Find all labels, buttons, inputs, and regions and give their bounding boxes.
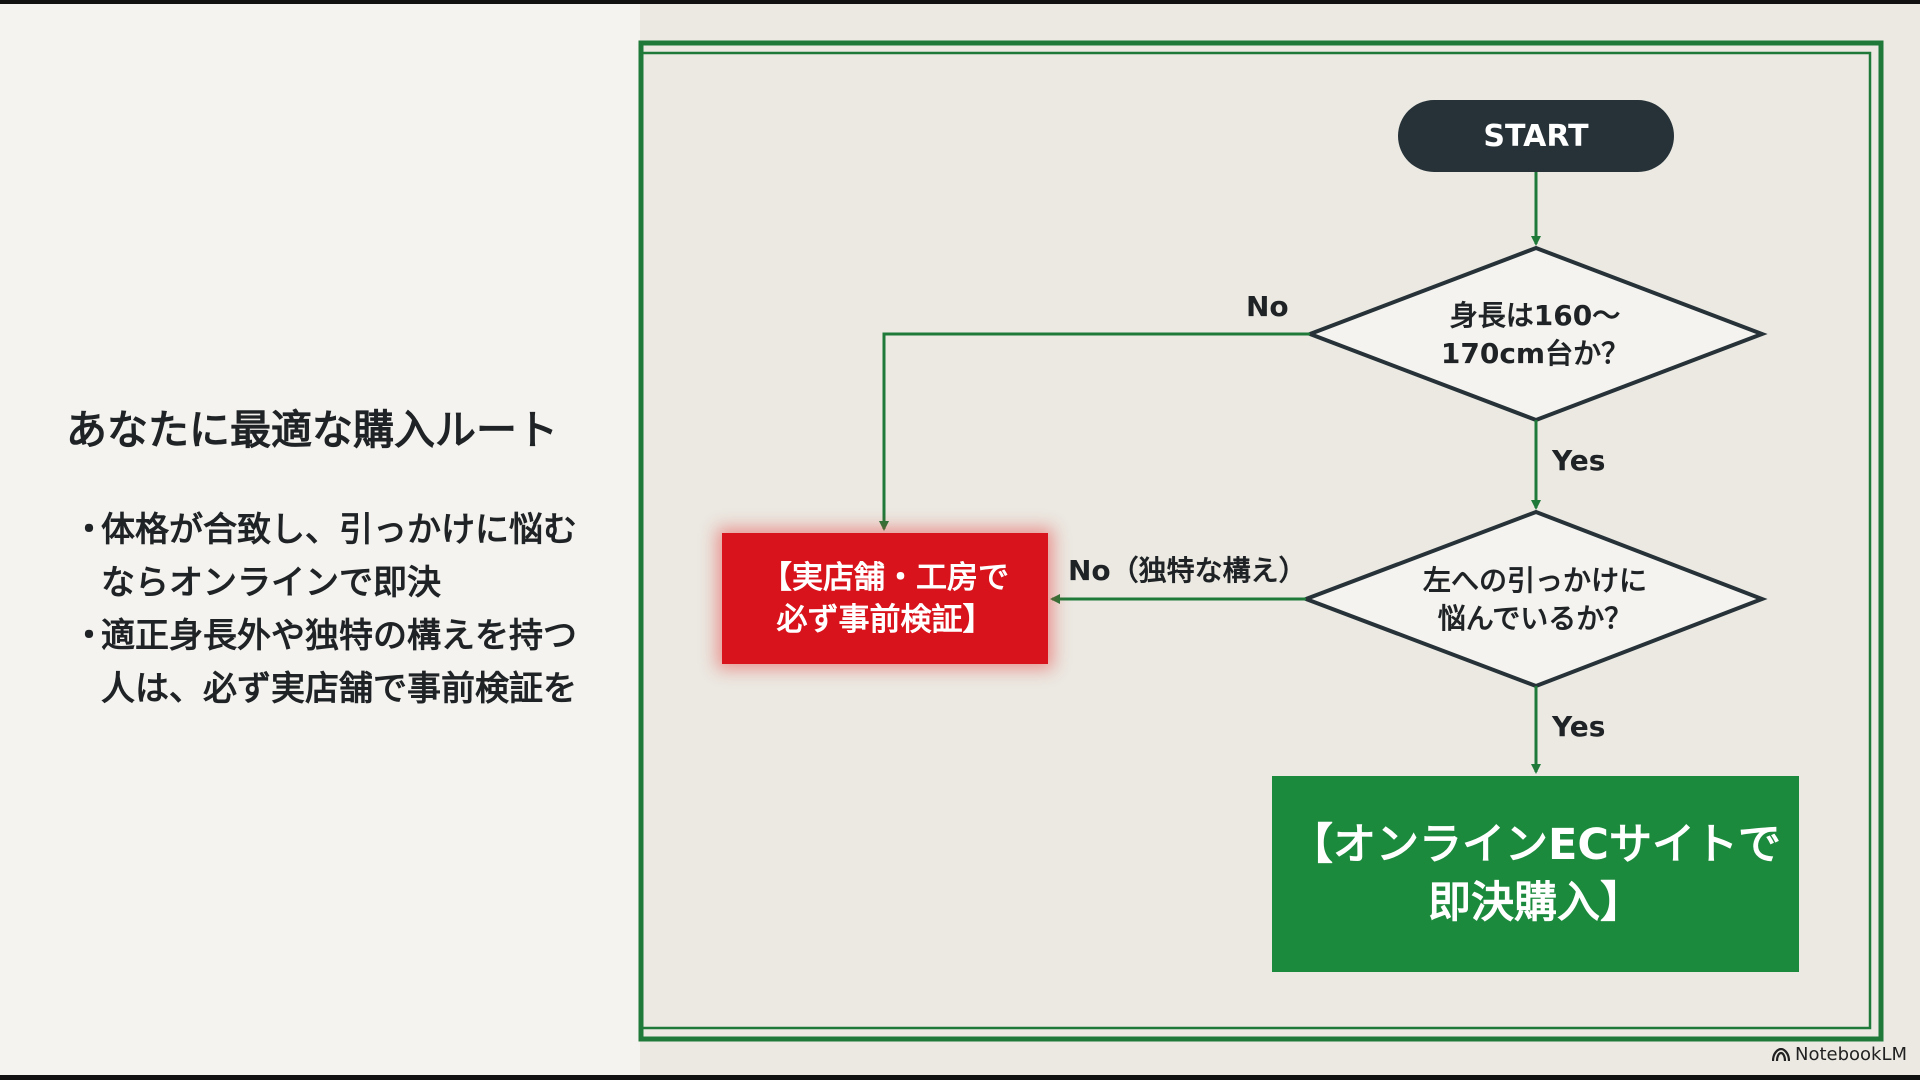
edge-label-q2-no: No（独特な構え） [1068,554,1307,587]
store-verification-line: 【実店舗・工房で [761,559,1009,596]
decision-hook-line: 悩んでいるか？ [1437,602,1633,635]
slide-heading: あなたに最適な購入ルート [66,406,558,454]
edge-q1-no [879,332,1310,531]
watermark: NotebookLM [1772,1044,1907,1065]
notebooklm-logo-icon [1772,1047,1790,1061]
bullet-text: 適正身長外や独特の構えを持つ人は、必ず実店舗で事前検証を [101,616,577,709]
bottom-letterbox [0,1075,1920,1080]
bullet-list: ・体格が合致し、引っかけに悩むならオンラインで即決 ・適正身長外や独特の構えを持… [70,504,610,716]
decision-hook-line: 左への引っかけに [1422,564,1647,597]
decision-height-line: 身長は160〜 [1449,299,1621,332]
start-label: START [1483,118,1589,154]
decision-height-line: 170cm台か？ [1440,337,1630,370]
top-letterbox [0,0,1920,4]
bullet-text: 体格が合致し、引っかけに悩むならオンラインで即決 [101,510,577,603]
bullet-dot: ・ [72,510,106,550]
store-verification-line: 必ず事前検証】 [776,601,994,638]
decision-height-text: 身長は160〜 170cm台か？ [1380,290,1690,380]
bullet-item: ・適正身長外や独特の構えを持つ人は、必ず実店舗で事前検証を [70,610,610,716]
watermark-text: NotebookLM [1795,1044,1908,1065]
bullet-item: ・体格が合致し、引っかけに悩むならオンラインで即決 [70,504,610,610]
start-terminator [1398,100,1674,172]
edge-label-q1-yes: Yes [1552,444,1606,477]
edge-label-q2-yes: Yes [1552,710,1606,743]
online-purchase-line: 【オンラインECサイトで [1290,820,1781,870]
edge-label-q1-no: No [1246,290,1289,323]
left-panel: あなたに最適な購入ルート ・体格が合致し、引っかけに悩むならオンラインで即決 ・… [0,4,640,1075]
store-verification-box: 【実店舗・工房で 必ず事前検証】 [722,533,1048,664]
frame-inner [639,51,1872,1030]
online-purchase-box: 【オンラインECサイトで 即決購入】 [1272,776,1799,972]
online-purchase-line: 即決購入】 [1428,878,1643,928]
decision-hook-text: 左への引っかけに 悩んでいるか？ [1370,555,1700,645]
bullet-dot: ・ [72,616,106,656]
